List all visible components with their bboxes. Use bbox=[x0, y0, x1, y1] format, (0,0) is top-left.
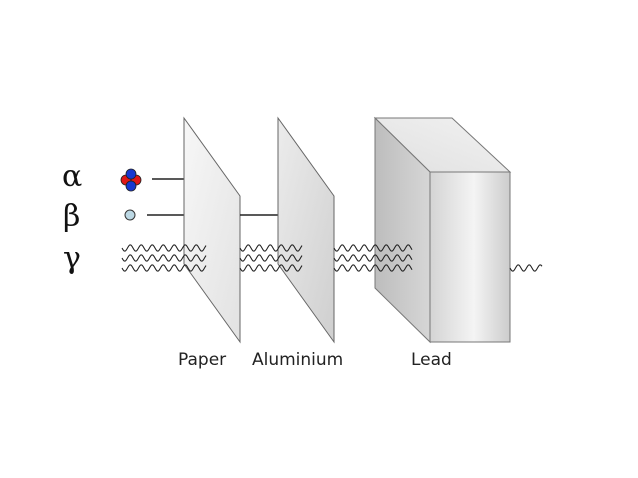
aluminium-sheet bbox=[277, 116, 335, 344]
paper-label: Paper bbox=[178, 350, 226, 370]
gamma-wave bbox=[333, 254, 413, 262]
gamma-wave bbox=[333, 264, 413, 272]
gamma-rays bbox=[121, 244, 543, 272]
beta-symbol: β bbox=[63, 199, 80, 234]
gamma-wave bbox=[333, 244, 413, 252]
gamma-symbol: γ bbox=[63, 241, 81, 276]
lead-block bbox=[373, 116, 512, 344]
gamma-wave bbox=[121, 264, 207, 272]
gamma-wave bbox=[121, 244, 207, 252]
gamma-wave bbox=[239, 244, 303, 252]
alpha-particle-icon bbox=[120, 168, 142, 192]
lead-label: Lead bbox=[411, 350, 452, 370]
gamma-wave bbox=[239, 264, 303, 272]
alpha-symbol: α bbox=[62, 159, 82, 194]
beta-particle-icon bbox=[124, 209, 136, 221]
aluminium-label: Aluminium bbox=[252, 350, 343, 370]
gamma-wave bbox=[509, 264, 543, 272]
gamma-wave bbox=[239, 254, 303, 262]
gamma-wave bbox=[121, 254, 207, 262]
paper-sheet bbox=[183, 116, 241, 344]
